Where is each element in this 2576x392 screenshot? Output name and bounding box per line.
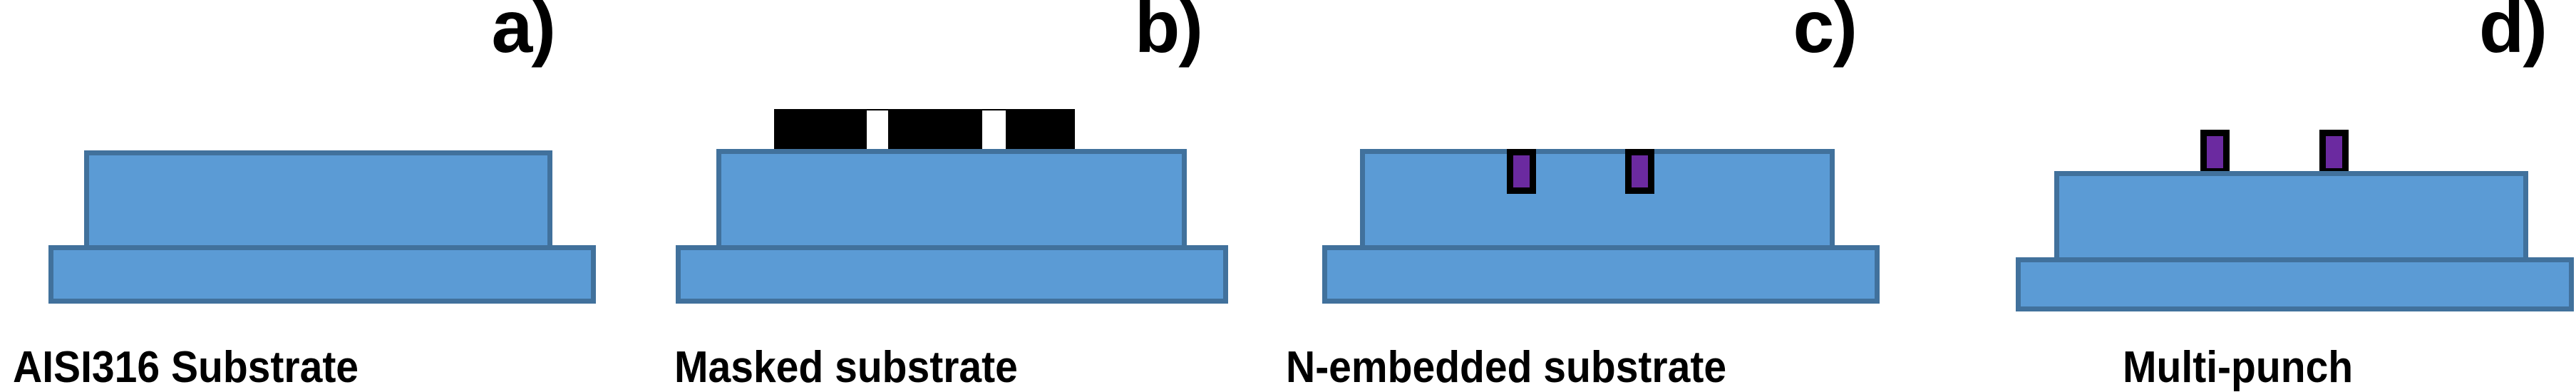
panel-letter-d: d) bbox=[2478, 0, 2547, 68]
panel-a: a) AISI316 Substrate bbox=[0, 0, 644, 391]
panel-letter-c: c) bbox=[1793, 0, 1858, 68]
substrate-top-block-d bbox=[2054, 171, 2528, 262]
panel-caption-a: AISI316 Substrate bbox=[13, 343, 359, 392]
punch-right bbox=[2319, 130, 2349, 175]
panel-caption-d: Multi-punch bbox=[2123, 343, 2354, 392]
panel-letter-a: a) bbox=[491, 0, 556, 68]
mask-gap-right bbox=[982, 110, 1006, 150]
substrate-base-block-c bbox=[1322, 245, 1880, 304]
schematic-b bbox=[642, 0, 1286, 314]
substrate-top-block-b bbox=[716, 149, 1187, 250]
substrate-top-block-a bbox=[84, 150, 552, 250]
substrate-base-block-d bbox=[2016, 257, 2574, 311]
schematic-d bbox=[1932, 0, 2576, 314]
schematic-a bbox=[0, 0, 644, 314]
substrate-top-block-c bbox=[1360, 149, 1835, 250]
panel-c: c) N-embedded substrate bbox=[1283, 0, 1927, 391]
deposition-mask-bar bbox=[774, 109, 1075, 151]
panel-caption-b: Masked substrate bbox=[674, 343, 1018, 392]
substrate-base-block-b bbox=[676, 245, 1228, 304]
panel-b: b) Masked substrate bbox=[642, 0, 1286, 391]
panel-d: d) Multi-punch bbox=[1932, 0, 2576, 391]
schematic-c bbox=[1283, 0, 1927, 314]
panel-caption-c: N-embedded substrate bbox=[1286, 343, 1727, 392]
embedded-region-right bbox=[1625, 149, 1654, 194]
punch-left bbox=[2200, 130, 2230, 175]
panel-letter-b: b) bbox=[1134, 0, 1203, 68]
embedded-region-left bbox=[1507, 149, 1536, 194]
mask-gap-left bbox=[867, 110, 888, 150]
substrate-base-block-a bbox=[48, 245, 596, 304]
